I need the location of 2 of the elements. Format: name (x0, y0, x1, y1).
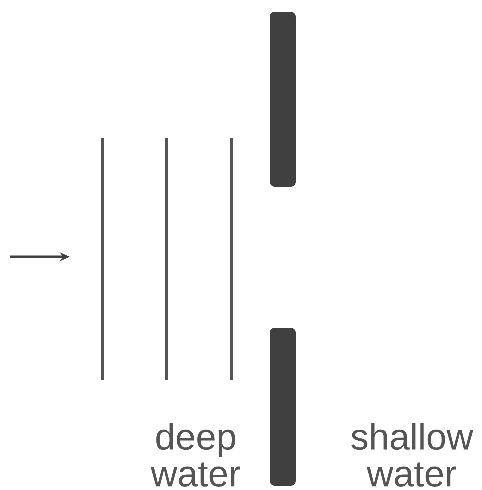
region-label: deep water (150, 423, 240, 487)
region-label: shallow water (352, 423, 474, 487)
